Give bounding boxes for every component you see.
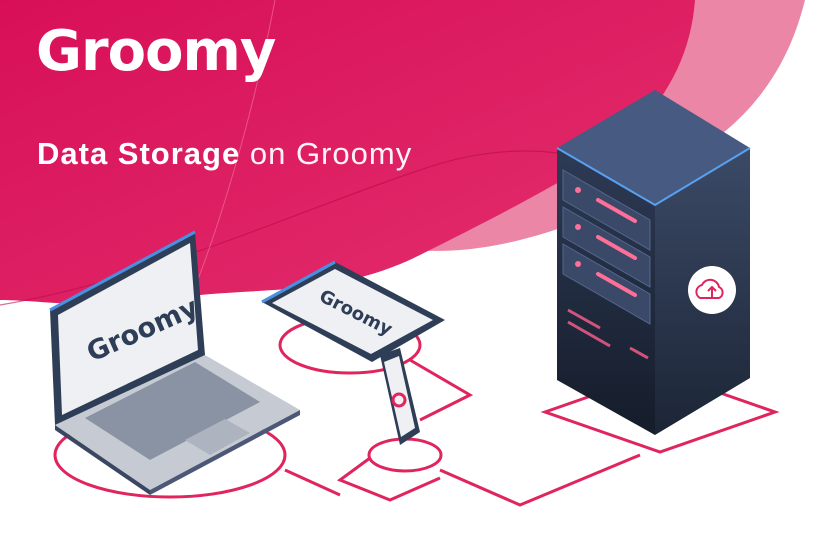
server-status-dots: [575, 187, 581, 267]
laptop: Groomy: [49, 230, 300, 495]
tablet: Groomy: [261, 260, 445, 362]
phone-screen: [384, 356, 415, 437]
title-bold: Data Storage: [37, 136, 241, 171]
phone: [380, 348, 420, 445]
groomy-logo: Groomy: [36, 19, 276, 84]
laptop-touchpad: [185, 419, 250, 455]
blob-highlight-line: [189, 0, 276, 301]
laptop-screen: [58, 243, 198, 415]
title-light: on Groomy: [249, 136, 413, 171]
cloud-upload-icon: [688, 266, 736, 314]
pink-blob: [0, 0, 695, 305]
server-indicator-lights: [596, 198, 637, 297]
server: [556, 90, 751, 435]
laptop-keyboard: [85, 362, 260, 460]
server-vents: [567, 308, 649, 360]
phone-logo-mark: [391, 392, 407, 408]
server-drive-bays: [562, 169, 651, 325]
tablet-screen: [272, 269, 433, 354]
page-title: Data Storage on Groomy: [37, 136, 412, 172]
